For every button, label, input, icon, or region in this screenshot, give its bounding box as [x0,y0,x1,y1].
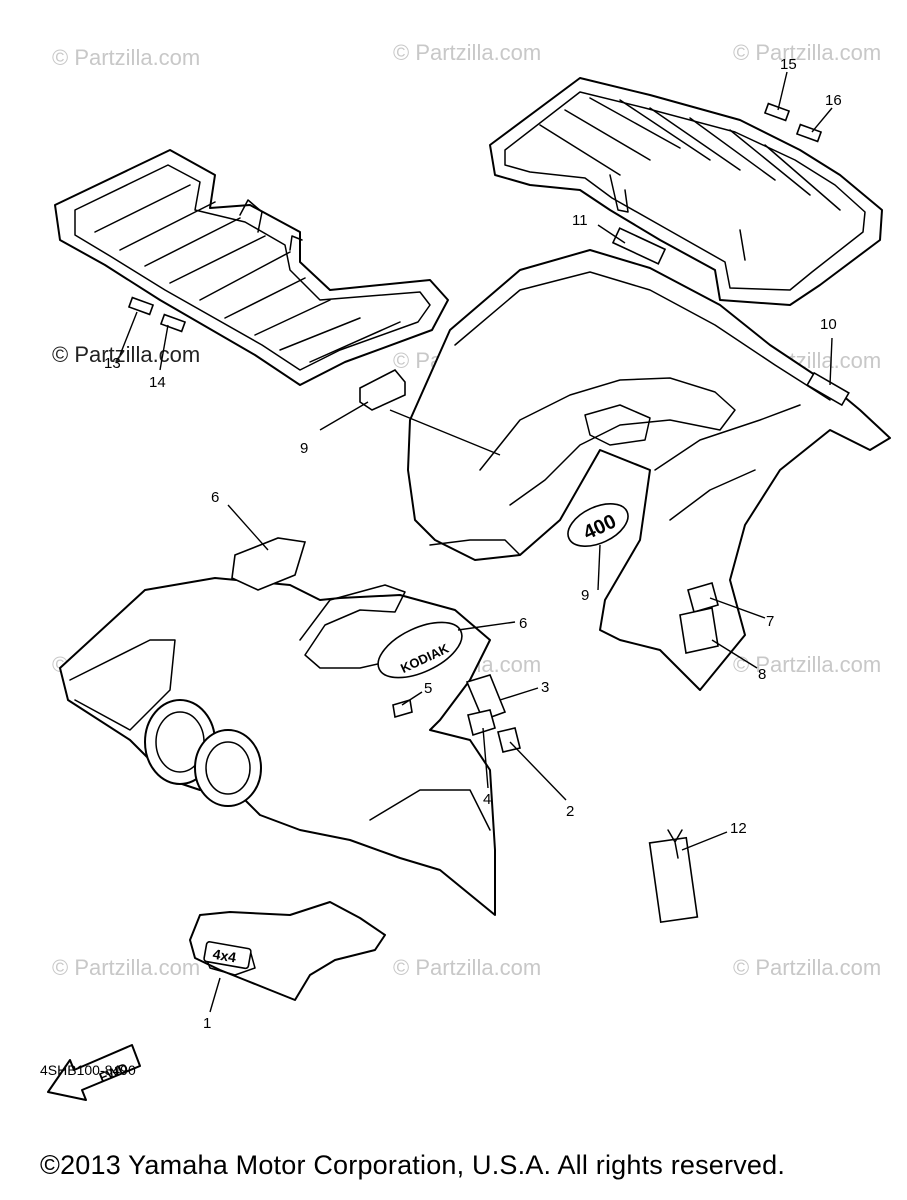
decal-4 [467,709,496,737]
watermark: © Partzilla.com [52,342,200,367]
decal-7 [687,582,719,613]
decal-3 [465,674,507,722]
diagram-code: 4SHB100-8490 [40,1062,136,1078]
rear-rack [489,77,883,306]
decal-14 [159,313,187,333]
watermark: © Partzilla.com [393,40,541,65]
watermark: © Partzilla.com [733,652,881,677]
callout-6: 6 [211,489,219,506]
watermark: © Partzilla.com [52,955,200,980]
decal-10 [806,371,850,407]
decal-9-left [359,368,406,411]
leader-lines [119,71,833,1013]
callout-15: 15 [780,56,797,73]
decal-11 [611,227,667,265]
copyright-notice: ©2013 Yamaha Motor Corporation, U.S.A. A… [40,1150,786,1180]
callout-13: 13 [104,355,121,372]
watermark: © Partzilla.com [393,955,541,980]
callout-16: 16 [825,92,842,109]
callout-3: 3 [541,679,549,696]
decal-13 [127,296,155,316]
decal-6-left [231,537,307,591]
decal-9-engine-size: 400 [567,503,629,547]
svg-text:4x4: 4x4 [212,946,238,966]
callout-14: 14 [149,374,166,391]
decal-5 [392,698,413,719]
lower-panel [189,901,386,1001]
callout-12: 12 [730,820,747,837]
callout-1: 1 [203,1015,211,1032]
tag-12 [648,829,699,924]
decal-8 [679,607,719,654]
rear-fender [407,249,891,691]
watermark: © Partzilla.com [52,45,200,70]
callout-7: 7 [766,613,774,630]
callout-6b: 6 [519,615,527,632]
callout-5: 5 [424,680,432,697]
callout-9b: 9 [581,587,589,604]
callout-2: 2 [566,803,574,820]
front-rack [54,149,449,386]
callout-9: 9 [300,440,308,457]
callout-11: 11 [572,212,588,229]
callout-10: 10 [820,316,837,333]
callout-numbers: 1 2 3 4 5 6 6 7 8 9 9 10 11 12 13 14 15 … [104,56,842,1032]
decal-1-4x4: 4x4 [203,941,252,970]
watermark: © Partzilla.com [733,40,881,65]
decal-16 [795,123,823,143]
callout-8: 8 [758,666,766,683]
callout-4: 4 [483,791,491,808]
watermark: © Partzilla.com [733,955,881,980]
decal-15 [763,102,791,122]
decal-6-kodiak: KODIAK [377,621,463,679]
forward-arrow-icon: FWD [47,1044,141,1101]
